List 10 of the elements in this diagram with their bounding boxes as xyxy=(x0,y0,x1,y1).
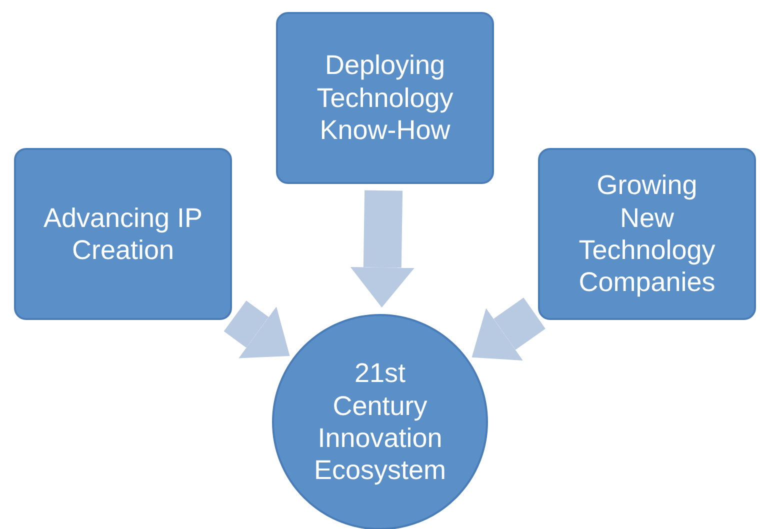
block-arrow xyxy=(472,298,546,360)
node-label: 21st Century Innovation Ecosystem xyxy=(312,357,448,487)
node-label: Advancing IP Creation xyxy=(42,202,204,266)
block-arrow xyxy=(224,300,290,358)
rounded-box xyxy=(538,148,756,320)
rounded-box xyxy=(276,12,494,184)
node-label: Deploying Technology Know-How xyxy=(316,49,454,147)
block-arrow xyxy=(350,190,414,308)
rounded-box xyxy=(14,148,232,320)
node-label: Growing New Technology Companies xyxy=(578,169,716,299)
